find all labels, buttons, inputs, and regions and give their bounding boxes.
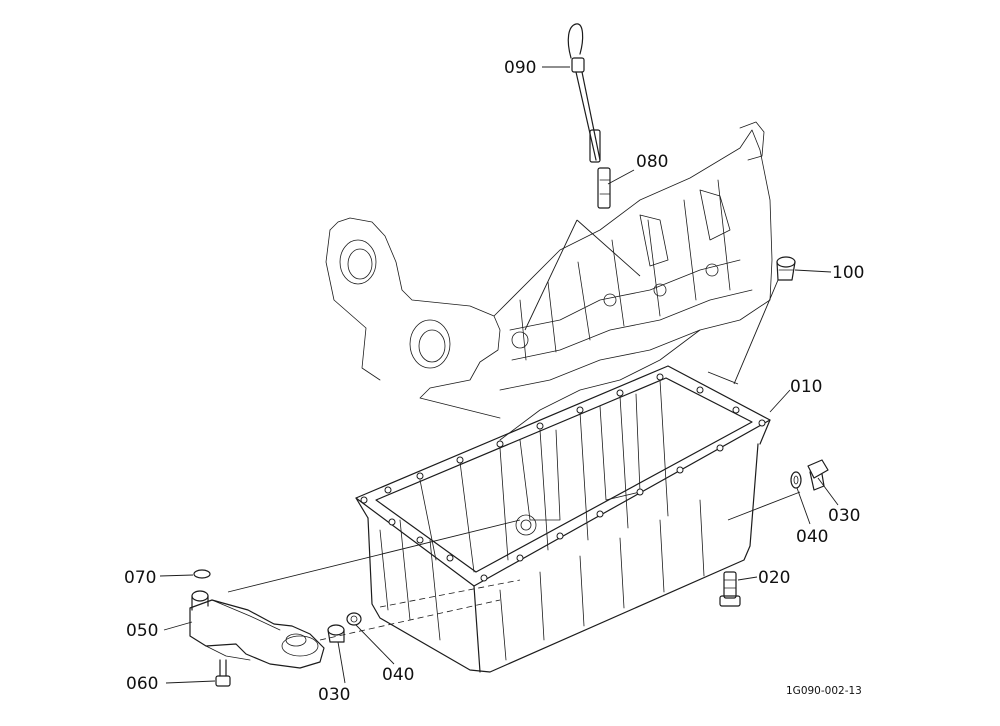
callout-010: 010 bbox=[790, 377, 822, 397]
reference-lines bbox=[228, 220, 800, 640]
callout-040-right: 040 bbox=[796, 527, 828, 547]
callout-060: 060 bbox=[126, 674, 158, 694]
drain-plug bbox=[720, 572, 740, 606]
callout-leaders bbox=[160, 67, 838, 683]
callout-020: 020 bbox=[758, 568, 790, 588]
o-ring bbox=[194, 570, 210, 578]
callout-040-lower: 040 bbox=[382, 665, 414, 685]
gasket-right bbox=[808, 460, 828, 490]
callout-labels: 090 080 100 010 030 040 020 070 050 060 … bbox=[124, 58, 864, 705]
drawing-reference-number: 1G090-002-13 bbox=[786, 685, 862, 697]
dipstick bbox=[568, 24, 600, 162]
callout-030-right: 030 bbox=[828, 506, 860, 526]
flange-holes bbox=[361, 374, 765, 581]
callout-080: 080 bbox=[636, 152, 668, 172]
callout-100: 100 bbox=[832, 263, 864, 283]
callout-050: 050 bbox=[126, 621, 158, 641]
washer-right bbox=[791, 472, 801, 488]
gasket-lower bbox=[328, 625, 344, 642]
plug bbox=[777, 257, 795, 280]
callout-070: 070 bbox=[124, 568, 156, 588]
engine-block bbox=[326, 122, 772, 440]
callout-030-lower: 030 bbox=[318, 685, 350, 705]
callout-090: 090 bbox=[504, 58, 536, 78]
oil-strainer bbox=[190, 591, 324, 668]
washer-lower bbox=[347, 613, 361, 625]
oil-pan bbox=[356, 366, 770, 672]
strainer-bolt bbox=[216, 660, 230, 686]
dipstick-guide bbox=[598, 168, 610, 208]
